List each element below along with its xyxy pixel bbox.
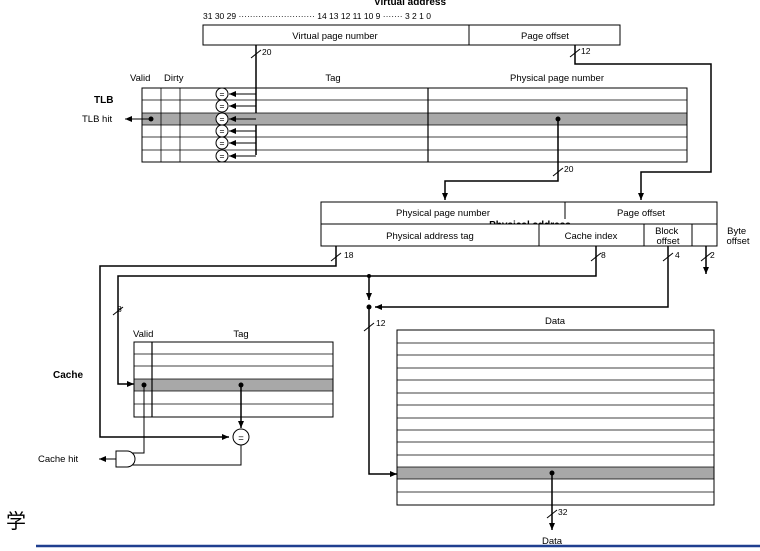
physical-address-tag-label: Physical address tag: [386, 231, 474, 242]
index-width-label: 8: [601, 250, 606, 260]
cache-index-label: Cache index: [565, 231, 618, 242]
physical-page-number-label: Physical page number: [396, 208, 490, 219]
comparator-symbol: =: [220, 151, 225, 161]
tag-bus-slash: [330, 252, 342, 262]
data-out-slash: [546, 509, 558, 519]
virtual-page-offset-label: Page offset: [521, 31, 569, 42]
index-bus-slash: [590, 252, 602, 262]
data-index-slash: [363, 322, 375, 332]
cache-index-width-label: 8: [117, 304, 122, 314]
byte-offset-width-label: 2: [710, 250, 715, 260]
byte-offset-label: Byte offset: [726, 226, 749, 247]
physical-address: Physical page number Page offset Physica…: [320, 201, 750, 247]
data-selected-row: [397, 467, 714, 479]
tlb-col-ppn: Physical page number: [510, 73, 604, 84]
tlb-ppn-bus: [442, 119, 559, 200]
block-offset-text-line2: offset: [656, 236, 679, 247]
comparator-symbol: =: [220, 126, 225, 136]
data-table: [396, 329, 715, 506]
cache-tag-table: [133, 341, 334, 418]
comparator-symbol: =: [220, 89, 225, 99]
and-gate-icon: [115, 450, 136, 468]
page-offset-slash: [569, 48, 581, 58]
vpn-width-label: 20: [262, 47, 272, 57]
university-logo-icon: 学: [6, 510, 26, 533]
cache-data: Data 32 Data: [396, 316, 715, 547]
block-offset-width-label: 4: [675, 250, 680, 260]
tlb-row-lines: [142, 99, 687, 151]
comparator-symbol: =: [220, 101, 225, 111]
virtual-address: Virtual address 31 30 29 ···············…: [202, 0, 712, 200]
physical-address-lower-box: [320, 223, 718, 247]
cache-col-valid: Valid: [133, 329, 153, 340]
virtual-address-bit-labels: 31 30 29 ··························· 14 …: [203, 11, 431, 21]
cache-index-slash: [112, 306, 124, 316]
cache-valid-line: [127, 385, 145, 454]
page-offset-width-label: 12: [581, 46, 591, 56]
cache-col-data: Data: [545, 316, 566, 327]
footer: 学: [6, 510, 760, 548]
virtual-address-title: Virtual address: [374, 0, 447, 8]
tlb-col-valid: Valid: [130, 73, 150, 84]
block-offset-text: Block: [655, 226, 678, 237]
byte-offset-text: Byte: [727, 226, 746, 237]
virtual-page-number-label: Virtual page number: [292, 31, 377, 42]
tag-width-label: 18: [344, 250, 354, 260]
byte-offset-slash: [700, 252, 712, 262]
tlb-selected-row: [142, 113, 687, 125]
tlb-col-dirty: Dirty: [164, 73, 184, 84]
block-offset-label: Block offset: [655, 226, 681, 247]
comparator-icon: [215, 99, 229, 113]
cache-selected-row: [134, 379, 333, 391]
tlb-comparators: [229, 91, 256, 159]
tlb-title: TLB: [94, 95, 113, 106]
data-row-lines: [397, 342, 714, 493]
pa-buses: 18 8 8 4 2 12: [99, 246, 715, 477]
index-bus: [117, 246, 597, 387]
block-offset-bus: [375, 246, 669, 310]
byte-offset-text-line2: offset: [726, 236, 749, 247]
tlb-comparator-circles: = = = = = =: [215, 87, 229, 163]
data-index-bus: [368, 307, 397, 477]
virtual-address-box: [202, 24, 621, 46]
page-offset-bus: [574, 45, 712, 200]
data-out-label: Data: [542, 536, 563, 547]
cache-row-lines: [134, 353, 333, 405]
tlb-hit-label: TLB hit: [82, 114, 112, 125]
cache-title: Cache: [53, 370, 83, 381]
data-out-width-label: 32: [558, 507, 568, 517]
tlb-ppn-width-label: 20: [564, 164, 574, 174]
block-offset-slash: [662, 252, 674, 262]
comparator-icon: [215, 136, 229, 150]
cache-hit-label: Cache hit: [38, 454, 78, 465]
physical-page-offset-label: Page offset: [617, 208, 665, 219]
comparator-out-line: [127, 445, 242, 466]
index-junction-dot: [367, 274, 371, 278]
tlb: Valid Dirty Tag Physical page number TLB: [82, 73, 688, 200]
comparator-icon: [215, 149, 229, 163]
vpn-bus-slash: [250, 49, 262, 59]
data-index-width-label: 12: [376, 318, 386, 328]
cache: Cache Valid Tag = Cache hit: [38, 329, 334, 468]
comparator-symbol: =: [220, 114, 225, 124]
cache-col-tag: Tag: [233, 329, 248, 340]
cache-comparator-symbol: =: [238, 433, 244, 444]
tag-bus: [99, 246, 337, 440]
tlb-col-tag: Tag: [325, 73, 340, 84]
tlb-ppn-slash: [552, 167, 564, 177]
comparator-symbol: =: [220, 138, 225, 148]
